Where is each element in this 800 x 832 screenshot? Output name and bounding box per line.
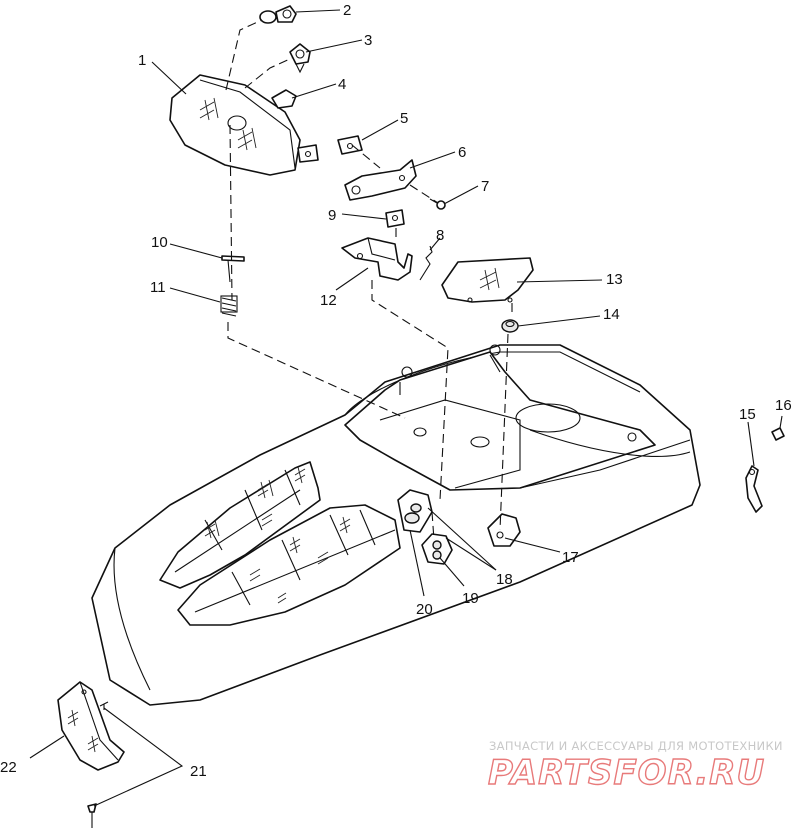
callout-22: 22 — [0, 759, 17, 776]
callout-21: 21 — [190, 763, 207, 780]
leader-lines — [29, 9, 783, 807]
callout-numbers: 1 2 3 4 5 6 7 8 9 10 11 12 13 14 15 16 1… — [0, 2, 792, 780]
watermark: ЗАПЧАСТИ И АКСЕССУАРЫ ДЛЯ МОТОТЕХНИКИ PA… — [487, 739, 783, 794]
callout-17: 17 — [562, 549, 579, 566]
callout-9: 9 — [328, 207, 336, 224]
assembly-lines — [225, 19, 513, 541]
headlight-housing — [169, 74, 319, 176]
spring — [220, 295, 238, 317]
tail-lamp — [57, 681, 125, 771]
callout-12: 12 — [320, 292, 337, 309]
callout-1: 1 — [138, 52, 146, 69]
callout-3: 3 — [364, 32, 372, 49]
square-nut — [385, 209, 405, 228]
watermark-tagline: ЗАПЧАСТИ И АКСЕССУАРЫ ДЛЯ МОТОТЕХНИКИ — [489, 739, 783, 753]
callout-11: 11 — [150, 279, 166, 296]
callout-14: 14 — [603, 306, 620, 323]
callout-7: 7 — [481, 178, 489, 195]
mounting-bracket — [344, 159, 417, 201]
clip — [271, 89, 297, 109]
support-bracket — [341, 237, 413, 281]
mount-plate — [397, 489, 433, 533]
callout-8: 8 — [436, 227, 444, 244]
latch-knob — [771, 427, 785, 441]
mount-pad — [487, 513, 521, 547]
watermark-logo: PARTSFOR.RU — [488, 753, 765, 793]
callout-20: 20 — [416, 601, 433, 618]
spring-clip — [419, 245, 433, 281]
bulb — [259, 5, 297, 24]
callout-18: 18 — [496, 571, 513, 588]
callout-10: 10 — [151, 234, 168, 251]
callout-4: 4 — [338, 76, 346, 93]
callout-19: 19 — [462, 590, 479, 607]
grommet — [501, 319, 519, 333]
callout-5: 5 — [400, 110, 408, 127]
callout-6: 6 — [458, 144, 466, 161]
hood-body — [91, 344, 701, 706]
callout-15: 15 — [739, 406, 756, 423]
screw — [429, 198, 446, 210]
adjuster-pin — [221, 255, 245, 283]
lens-cover — [441, 257, 534, 303]
callout-16: 16 — [775, 397, 792, 414]
callout-13: 13 — [606, 271, 623, 288]
nut-plate — [337, 135, 363, 155]
mount-plate-lower — [421, 533, 453, 565]
callout-2: 2 — [343, 2, 351, 19]
hood-latch — [745, 465, 763, 513]
bulb-socket — [289, 43, 311, 74]
